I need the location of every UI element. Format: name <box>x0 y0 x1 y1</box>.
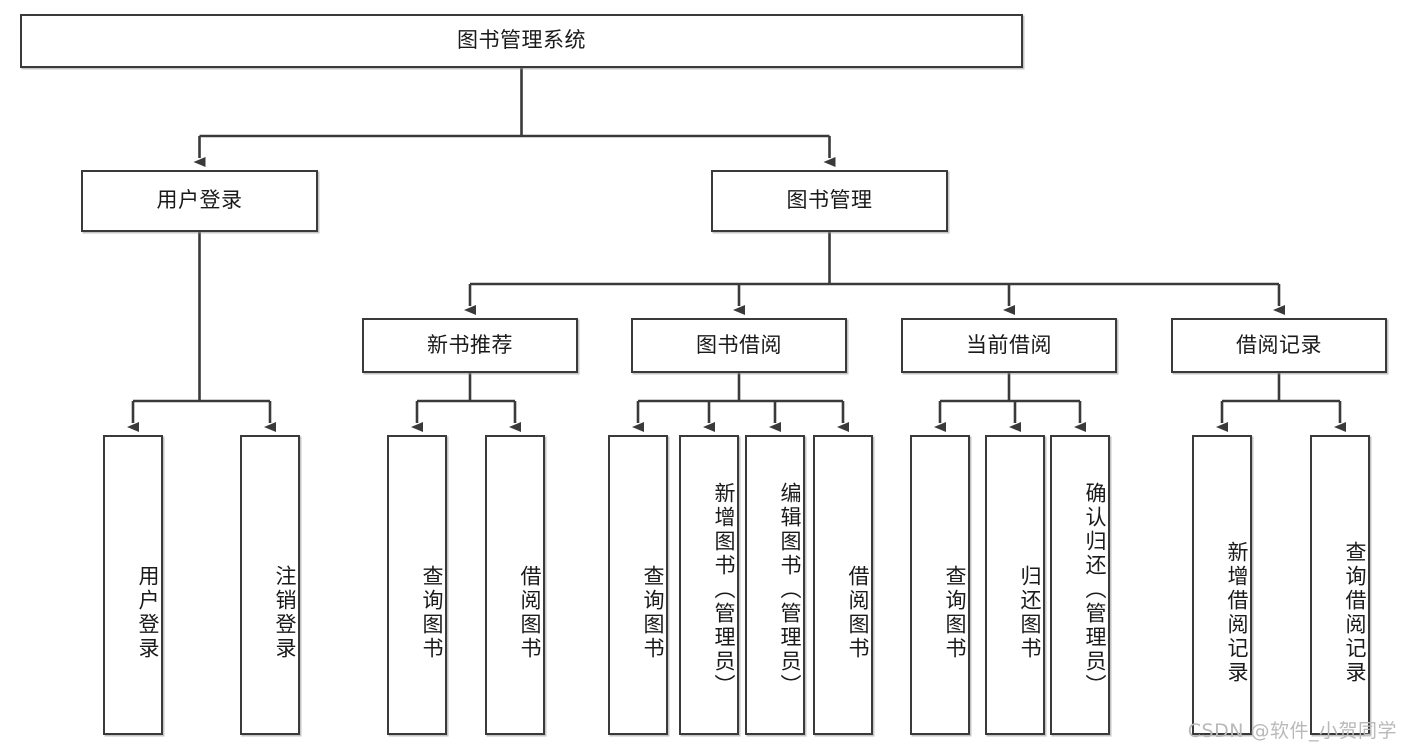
node-label: 用户登录 <box>136 565 160 661</box>
node-label: 新增图书（管理员） <box>712 482 736 698</box>
node-leaf-query-book-3[interactable]: 查询图书 <box>910 435 970 735</box>
watermark: CSDN @软件_小贺同学 <box>1187 720 1397 742</box>
node-leaf-add-borrow-record[interactable]: 新增借阅记录 <box>1192 435 1252 735</box>
node-book-mgmt[interactable]: 图书管理 <box>711 170 948 232</box>
node-label: 归还图书 <box>1018 565 1042 661</box>
node-label: 查询图书 <box>943 565 967 661</box>
node-label: 确认归还（管理员） <box>1083 482 1107 698</box>
node-leaf-user-login[interactable]: 用户登录 <box>103 435 163 735</box>
node-label: 编辑图书（管理员） <box>778 482 802 698</box>
node-label: 图书管理系统 <box>457 28 586 53</box>
node-leaf-logout[interactable]: 注销登录 <box>240 435 300 735</box>
node-label: 查询借阅记录 <box>1343 541 1367 685</box>
node-leaf-query-borrow-record[interactable]: 查询借阅记录 <box>1310 435 1370 735</box>
node-label: 借阅图书 <box>518 565 542 661</box>
node-label: 注销登录 <box>273 565 297 661</box>
node-current-borrow[interactable]: 当前借阅 <box>901 318 1117 373</box>
node-leaf-return-book[interactable]: 归还图书 <box>985 435 1045 735</box>
node-label: 新书推荐 <box>427 332 513 357</box>
node-user-login[interactable]: 用户登录 <box>81 170 318 232</box>
node-label: 新增借阅记录 <box>1225 541 1249 685</box>
node-leaf-confirm-return-admin[interactable]: 确认归还（管理员） <box>1050 435 1110 735</box>
node-label: 图书借阅 <box>696 332 782 357</box>
node-label: 查询图书 <box>420 565 444 661</box>
node-borrow-record[interactable]: 借阅记录 <box>1171 318 1387 373</box>
node-root[interactable]: 图书管理系统 <box>20 14 1023 68</box>
node-label: 图书管理 <box>786 188 873 213</box>
node-leaf-borrow-book-1[interactable]: 借阅图书 <box>485 435 545 735</box>
node-label: 当前借阅 <box>966 332 1052 357</box>
node-leaf-edit-book-admin[interactable]: 编辑图书（管理员） <box>745 435 805 735</box>
node-new-book-rec[interactable]: 新书推荐 <box>362 318 578 373</box>
node-label: 借阅图书 <box>846 565 870 661</box>
node-label: 用户登录 <box>156 188 243 213</box>
node-leaf-borrow-book-2[interactable]: 借阅图书 <box>813 435 873 735</box>
node-label: 查询图书 <box>641 565 665 661</box>
node-leaf-query-book-1[interactable]: 查询图书 <box>387 435 447 735</box>
node-label: 借阅记录 <box>1236 332 1322 357</box>
node-leaf-add-book-admin[interactable]: 新增图书（管理员） <box>679 435 739 735</box>
node-leaf-query-book-2[interactable]: 查询图书 <box>608 435 668 735</box>
node-book-borrow[interactable]: 图书借阅 <box>631 318 847 373</box>
